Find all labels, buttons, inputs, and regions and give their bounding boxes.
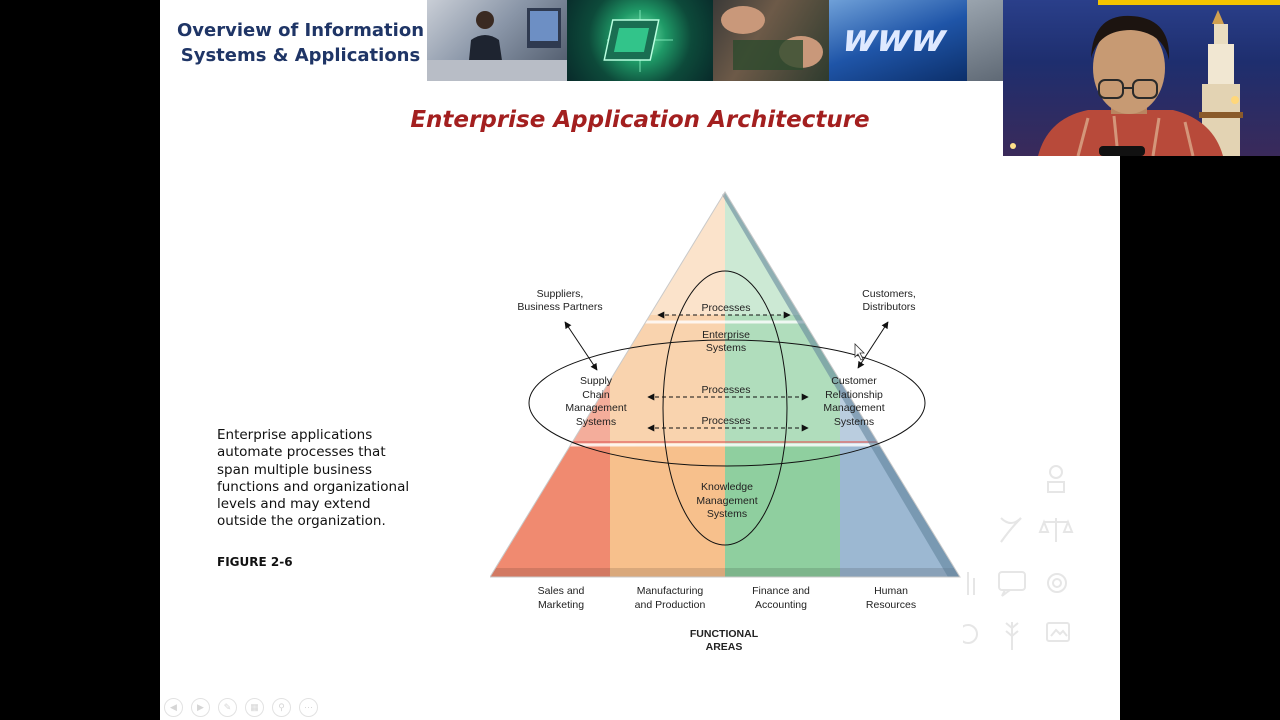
area-manufacturing-label-1: Manufacturing (637, 585, 704, 597)
microchip-illustration (603, 10, 673, 72)
crm-label-4: Systems (834, 416, 874, 428)
www-photo: www (829, 0, 967, 81)
area-hr-label-1: Human (874, 585, 908, 597)
presentation-slide: Overview of Information Systems & Applic… (160, 0, 1120, 720)
crm-label-2: Relationship (825, 389, 883, 401)
functional-areas-label-1: FUNCTIONAL (690, 628, 759, 640)
suppliers-arrow (564, 321, 598, 371)
header-title-line-1: Overview of Information (176, 20, 425, 41)
vertical-systems-ellipse (662, 270, 788, 546)
area-finance-label-1: Finance and (752, 585, 810, 597)
scm-label-1: Supply (580, 375, 613, 387)
figure-caption: Enterprise applications automate process… (217, 427, 410, 530)
next-slide-icon[interactable]: ▶ (191, 698, 210, 717)
scm-label-3: Management (565, 402, 626, 414)
decorative-icon-watermark (963, 465, 1074, 650)
office-photo-illustration (427, 8, 567, 81)
presenter-video-illustration (1010, 10, 1243, 156)
functional-areas-label-2: AREAS (706, 641, 743, 653)
customers-label-1: Customers, (862, 288, 916, 300)
webcam-accent-stripe (1098, 0, 1280, 5)
gear-icon (1047, 573, 1067, 593)
area-manufacturing-label-2: and Production (635, 599, 706, 611)
area-hr-label-2: Resources (866, 599, 916, 611)
dna-icon (1000, 517, 1022, 543)
horizontal-systems-ellipse (528, 339, 926, 467)
slide-title: Enterprise Application Architecture (410, 107, 870, 133)
cog-partial-icon (963, 624, 978, 644)
circuit-hands-illustration (721, 6, 823, 70)
scm-label-2: Chain (582, 389, 610, 401)
scm-label-4: Systems (576, 416, 616, 428)
processes-label-top: Processes (701, 302, 750, 314)
km-label-1: Knowledge (701, 481, 753, 493)
area-sales-label-1: Sales and (538, 585, 585, 597)
km-label-2: Management (696, 495, 757, 507)
customers-arrow (857, 321, 889, 369)
crm-label-1: Customer (831, 375, 877, 387)
customers-label-2: Distributors (862, 301, 915, 313)
chat-icon (998, 571, 1026, 597)
crm-label-3: Management (823, 402, 884, 414)
office-workers-photo (427, 0, 567, 81)
enterprise-systems-label-1: Enterprise (702, 329, 750, 341)
pen-tool-icon[interactable]: ✎ (218, 698, 237, 717)
more-options-icon[interactable]: ⋯ (299, 698, 318, 717)
zoom-icon[interactable]: ⚲ (272, 698, 291, 717)
circuit-hands-photo (713, 0, 829, 81)
image-icon (1046, 622, 1070, 642)
enterprise-systems-label-2: Systems (706, 342, 746, 354)
processes-label-middle: Processes (701, 384, 750, 396)
wheat-icon (1005, 622, 1019, 650)
header-photo-banner: www (427, 0, 1003, 81)
presenter-webcam-feed (1003, 0, 1280, 156)
processes-label-lower: Processes (701, 415, 750, 427)
suppliers-label-1: Suppliers, (537, 288, 584, 300)
microchip-photo (567, 0, 713, 81)
figure-label: FIGURE 2-6 (217, 555, 293, 569)
mouse-cursor-icon (854, 343, 865, 361)
area-sales-label-2: Marketing (538, 599, 584, 611)
chart-icon (967, 572, 975, 595)
header-title-line-2: Systems & Applications (180, 45, 421, 66)
km-label-3: Systems (707, 508, 747, 520)
header-title: Overview of Information Systems & Applic… (173, 18, 428, 68)
scales-icon (1038, 518, 1074, 542)
suppliers-label-2: Business Partners (517, 301, 602, 313)
area-finance-label-2: Accounting (755, 599, 807, 611)
chef-hat-icon (1047, 465, 1065, 493)
slides-grid-icon[interactable]: ▦ (245, 698, 264, 717)
previous-slide-icon[interactable]: ◀ (164, 698, 183, 717)
pyramid-functional-bands (490, 192, 960, 577)
slideshow-navigation-toolbar: ◀ ▶ ✎ ▦ ⚲ ⋯ (164, 698, 318, 717)
keyboard-photo (967, 0, 1003, 81)
pyramid-side-shade (722, 192, 960, 577)
www-text: www (839, 16, 949, 60)
enterprise-architecture-diagram: Suppliers, Business Partners Customers, … (490, 191, 961, 653)
